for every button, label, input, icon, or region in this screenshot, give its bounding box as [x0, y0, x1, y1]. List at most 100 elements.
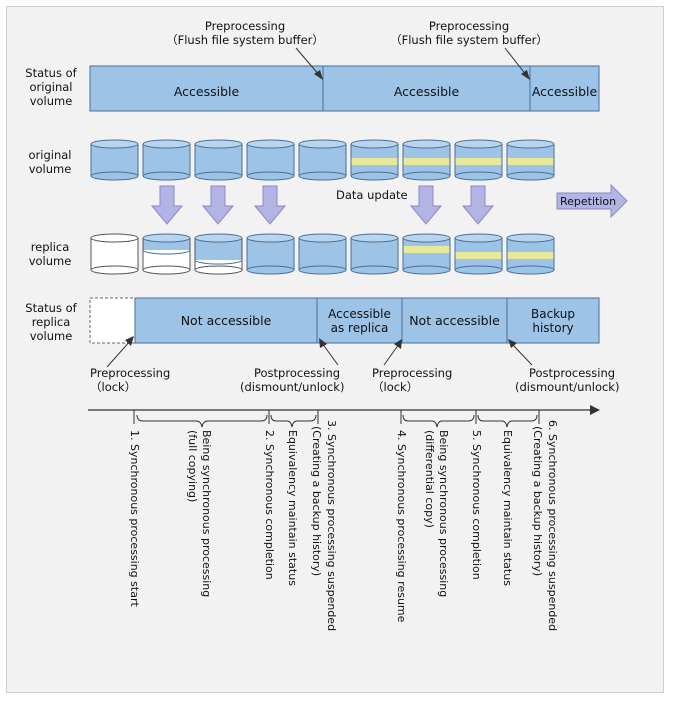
- process-pointer-1-head: [125, 336, 134, 346]
- original-status-label-3: Accessible: [531, 84, 598, 99]
- diagram-frame: [6, 6, 664, 693]
- label-status-replica: Status of replica volume: [18, 301, 84, 343]
- timeline-label-2: 2. Synchronous completion: [263, 430, 276, 580]
- copy-arrow-1: [150, 185, 184, 225]
- timeline-label-equiv-2: Equivalency maintain status: [501, 430, 514, 586]
- timeline-braces: [136, 414, 538, 428]
- flush-callout-1-title: Preprocessing: [204, 19, 286, 33]
- original-status-segment-3: [529, 65, 600, 112]
- label-replica-volume-line-1: replica: [30, 240, 70, 254]
- process-pointer-3: [383, 343, 400, 366]
- flush-callout-1-detail: （Flush file system buffer）: [166, 33, 324, 47]
- replica-cylinder-1: [90, 233, 139, 275]
- replica-cylinder-5: [298, 233, 347, 275]
- label-status-original-line-3: volume: [29, 94, 73, 108]
- replica-status-segment-4: [506, 297, 600, 344]
- process-callout-4-detail: (dismount/unlock): [515, 380, 620, 394]
- flush-callout-1: Preprocessing （Flush file system buffer）: [160, 19, 330, 47]
- replica-cylinder-9: [506, 233, 555, 275]
- repetition-arrow: [556, 183, 628, 219]
- original-status-bar: [89, 65, 600, 112]
- label-status-replica-line-1: Status of: [25, 301, 77, 315]
- process-pointer-2: [321, 342, 339, 366]
- replica-cylinder-2: [142, 233, 191, 275]
- flush-pointer-1: [295, 47, 321, 77]
- replica-status-label-4-line-2: history: [532, 321, 574, 335]
- process-callout-3-detail: （lock）: [372, 380, 419, 394]
- original-cylinder-6: [350, 139, 399, 181]
- copy-arrows: [150, 185, 495, 225]
- copy-arrow-3: [253, 185, 287, 225]
- label-replica-volume: replica volume: [22, 240, 78, 268]
- brace-equiv-1: [270, 414, 317, 428]
- timeline-label-full-copy: Being synchronous processing: [200, 430, 213, 598]
- original-status-label-2: Accessible: [393, 84, 460, 99]
- replica-status-label-2-line-2: as replica: [330, 321, 389, 335]
- timeline-label-6-detail: (Creating a backup history): [531, 426, 544, 577]
- flush-callout-2: Preprocessing （Flush file system buffer）: [384, 19, 554, 47]
- timeline-label-3-detail: (Creating a backup history): [310, 426, 323, 577]
- label-original-volume-line-2: volume: [28, 162, 72, 176]
- process-pointer-4: [510, 342, 533, 366]
- original-status-segment-1: [89, 65, 324, 112]
- flush-pointer-2: [504, 47, 528, 77]
- timeline-label-full-copy-detail: (full copying): [186, 430, 199, 503]
- replica-status-empty: [89, 297, 136, 344]
- label-original-volume-line-1: original: [28, 148, 72, 162]
- copy-arrow-2: [201, 185, 235, 225]
- replica-status-segment-2: [316, 297, 403, 344]
- process-callout-2-detail: (dismount/unlock): [240, 380, 345, 394]
- timeline-label-3: 3. Synchronous processing suspended: [325, 420, 338, 632]
- label-original-volume: original volume: [22, 148, 78, 176]
- replica-status-label-2: Accessible as replica: [317, 307, 402, 335]
- process-pointer-2-head: [319, 338, 327, 348]
- copy-arrow-4: [409, 185, 443, 225]
- brace-diff-copy: [402, 414, 475, 428]
- brace-equiv-2: [477, 414, 538, 428]
- replica-status-label-3: Not accessible: [409, 313, 500, 328]
- original-volume-cylinders: [90, 139, 555, 181]
- replica-status-label-4: Backup history: [507, 307, 599, 335]
- label-status-replica-line-3: volume: [29, 329, 73, 343]
- repetition-label: Repetition: [560, 195, 617, 208]
- timeline-label-4: 4. Synchronous processing resume: [395, 430, 408, 623]
- timeline-label-diff-copy: Being synchronous processing: [437, 430, 450, 598]
- label-status-original-line-1: Status of: [25, 66, 77, 80]
- replica-cylinder-8: [454, 233, 503, 275]
- process-callout-3: Preprocessing （lock）: [372, 366, 452, 394]
- replica-volume-cylinders: [90, 233, 555, 275]
- process-callout-2: Postprocessing (dismount/unlock): [240, 366, 344, 394]
- replica-status-label-2-line-1: Accessible: [328, 307, 391, 321]
- label-status-original: Status of original volume: [18, 66, 84, 108]
- original-cylinder-8: [454, 139, 503, 181]
- timeline-label-diff-copy-detail: (differential copy): [423, 430, 436, 528]
- original-cylinder-2: [142, 139, 191, 181]
- flush-pointer-1-head: [314, 70, 323, 80]
- replica-cylinder-6: [350, 233, 399, 275]
- replica-cylinder-7: [402, 233, 451, 275]
- copy-arrow-5: [461, 185, 495, 225]
- timeline-arrowhead: [590, 405, 600, 415]
- original-cylinder-5: [298, 139, 347, 181]
- replica-status-segment-1: [134, 297, 318, 344]
- flush-pointer-2-head: [521, 70, 530, 80]
- replica-cylinder-4: [246, 233, 295, 275]
- process-callout-3-title: Preprocessing: [372, 366, 453, 380]
- process-callout-4: Postprocessing (dismount/unlock): [515, 366, 619, 394]
- timeline-ticks: [133, 410, 540, 424]
- original-cylinder-9: [506, 139, 555, 181]
- replica-status-label-4-line-1: Backup: [531, 307, 575, 321]
- flush-callout-2-detail: （Flush file system buffer）: [390, 33, 548, 47]
- original-cylinder-4: [246, 139, 295, 181]
- process-pointer-3-head: [394, 339, 402, 349]
- replica-status-label-1: Not accessible: [180, 313, 272, 328]
- label-status-original-line-2: original: [29, 80, 73, 94]
- original-status-segment-2: [322, 65, 531, 112]
- brace-full-copy: [136, 414, 268, 428]
- process-callout-1-detail: （lock）: [90, 380, 137, 394]
- label-replica-volume-line-2: volume: [28, 254, 72, 268]
- original-cylinder-7: [402, 139, 451, 181]
- timeline-label-equiv-1: Equivalency maintain status: [286, 430, 299, 586]
- timeline-label-5: 5. Synchronous completion: [470, 430, 483, 580]
